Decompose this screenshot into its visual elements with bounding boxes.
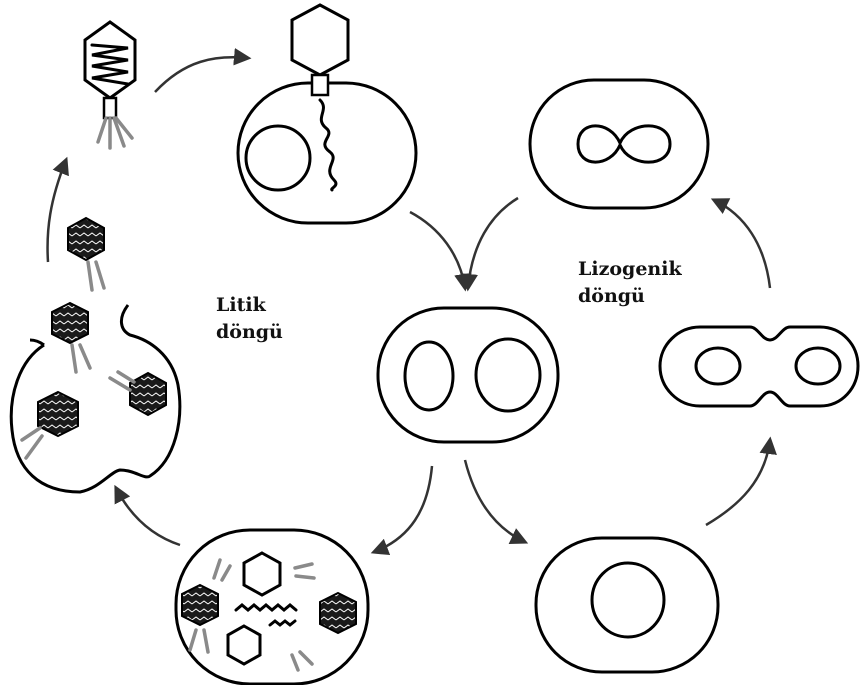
lytic-assembly-cell bbox=[176, 530, 368, 684]
lysogenic-label-line2: döngü bbox=[578, 283, 682, 310]
released-bacteriophage bbox=[68, 218, 104, 290]
arrow-lysogenic-bottom-to-dividing bbox=[706, 440, 770, 525]
arrow-lysogenic-top-to-center bbox=[468, 198, 518, 288]
lysogenic-label-line1: Lizogenik bbox=[578, 256, 682, 283]
lytic-cycle-label: Litik döngü bbox=[216, 292, 283, 346]
arrow-assembly-to-lysing bbox=[116, 488, 180, 545]
lysogenic-dividing-cell bbox=[660, 327, 858, 406]
lytic-label-line1: Litik bbox=[216, 292, 283, 319]
lytic-label-line2: döngü bbox=[216, 319, 283, 346]
arrow-phage-to-attachment bbox=[155, 57, 248, 92]
arrow-lysing-to-phage bbox=[48, 160, 66, 262]
free-bacteriophage bbox=[85, 22, 135, 148]
arrow-center-to-assembly bbox=[374, 466, 432, 552]
lysogenic-cell-bottom bbox=[536, 538, 718, 672]
lysing-cell bbox=[11, 303, 180, 492]
arrow-dividing-to-top bbox=[714, 200, 770, 288]
lysogenic-cell-top bbox=[530, 80, 708, 208]
attachment-cell bbox=[238, 5, 416, 223]
arrow-center-to-lysogenic-bottom bbox=[465, 460, 525, 542]
host-cell-center bbox=[378, 308, 558, 442]
arrow-attachment-to-center bbox=[410, 212, 465, 288]
lysogenic-cycle-label: Lizogenik döngü bbox=[578, 256, 682, 310]
